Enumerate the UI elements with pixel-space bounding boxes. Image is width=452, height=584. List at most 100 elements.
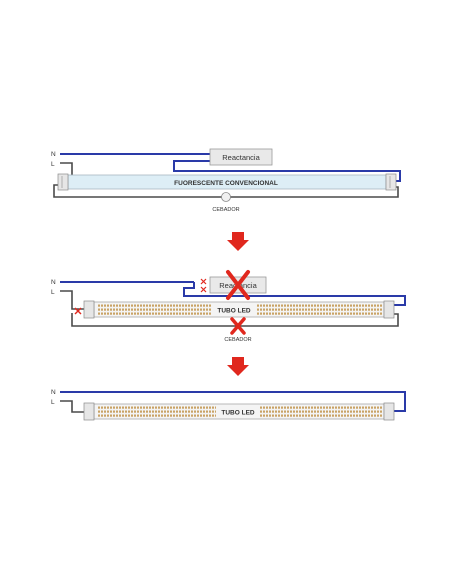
tube-end-cap-right: [385, 173, 397, 191]
led-dot: [191, 410, 193, 413]
tube-label: FUORESCENTE CONVENCIONAL: [174, 180, 278, 187]
led-dot: [134, 312, 136, 315]
led-dot: [122, 312, 124, 315]
led-dot: [293, 304, 295, 307]
led-dot: [152, 312, 154, 315]
led-dot: [143, 406, 145, 409]
led-dot: [365, 312, 367, 315]
led-dot: [173, 410, 175, 413]
led-dot: [110, 308, 112, 311]
led-dot: [263, 406, 265, 409]
led-dot: [263, 308, 265, 311]
led-dot: [143, 308, 145, 311]
led-dot: [176, 414, 178, 417]
led-dot: [158, 406, 160, 409]
led-dot: [266, 304, 268, 307]
led-dot: [191, 308, 193, 311]
led-dot: [344, 312, 346, 315]
led-dot: [116, 414, 118, 417]
led-dot: [179, 406, 181, 409]
led-dot: [176, 406, 178, 409]
led-dot: [185, 414, 187, 417]
led-dot: [125, 312, 127, 315]
led-dot: [332, 312, 334, 315]
led-dot: [122, 304, 124, 307]
led-dot: [368, 410, 370, 413]
red-down-arrow-icon: [227, 357, 249, 376]
led-dot: [347, 410, 349, 413]
led-dot: [338, 406, 340, 409]
led-dot: [152, 414, 154, 417]
led-dot: [275, 308, 277, 311]
led-dot: [311, 308, 313, 311]
led-dot: [137, 312, 139, 315]
led-dot: [332, 406, 334, 409]
led-dot: [203, 414, 205, 417]
led-dot: [275, 414, 277, 417]
led-dot: [281, 410, 283, 413]
led-dot: [152, 308, 154, 311]
led-dot: [308, 414, 310, 417]
led-dot: [311, 414, 313, 417]
led-dot: [206, 414, 208, 417]
led-dot: [341, 312, 343, 315]
led-dot: [317, 304, 319, 307]
led-dot: [206, 308, 208, 311]
led-dot: [155, 406, 157, 409]
led-dot: [305, 406, 307, 409]
led-dot: [338, 308, 340, 311]
led-dot: [131, 414, 133, 417]
led-dot: [140, 406, 142, 409]
led-dot: [212, 410, 214, 413]
led-dot: [107, 406, 109, 409]
led-dot: [200, 304, 202, 307]
diagram-conventional: N L Reactancia FUORESCENTE CONVENCIONAL …: [51, 148, 401, 213]
led-dot: [212, 414, 214, 417]
led-dot: [152, 304, 154, 307]
starter-label: CEBADOR: [212, 207, 239, 213]
led-dot: [308, 312, 310, 315]
led-dot: [134, 410, 136, 413]
led-dot: [146, 312, 148, 315]
led-dot: [302, 406, 304, 409]
led-dot: [140, 410, 142, 413]
led-dot: [206, 406, 208, 409]
led-dot: [353, 312, 355, 315]
led-dot: [362, 406, 364, 409]
led-dot: [122, 308, 124, 311]
led-dot: [140, 308, 142, 311]
led-dot: [194, 414, 196, 417]
led-dot: [380, 304, 382, 307]
led-dot: [107, 312, 109, 315]
led-dot: [275, 304, 277, 307]
led-dot: [125, 410, 127, 413]
led-dot: [191, 406, 193, 409]
tube-label: TUBO LED: [221, 410, 255, 417]
led-dot: [377, 308, 379, 311]
led-dot: [269, 308, 271, 311]
led-dot: [203, 312, 205, 315]
led-dot: [320, 308, 322, 311]
led-dot: [98, 406, 100, 409]
led-dot: [149, 308, 151, 311]
led-dot: [119, 308, 121, 311]
led-dot: [299, 410, 301, 413]
led-dot: [323, 308, 325, 311]
n-label: N: [51, 151, 56, 158]
led-dot: [335, 406, 337, 409]
led-dot: [140, 414, 142, 417]
led-dot: [335, 410, 337, 413]
led-dot: [338, 304, 340, 307]
led-dot: [269, 304, 271, 307]
led-dot: [176, 304, 178, 307]
led-dot: [164, 312, 166, 315]
led-dot: [158, 312, 160, 315]
led-dot: [296, 406, 298, 409]
led-dot: [194, 410, 196, 413]
led-dot: [197, 406, 199, 409]
led-dot: [344, 410, 346, 413]
live-wire: [60, 400, 84, 413]
led-dot: [182, 304, 184, 307]
